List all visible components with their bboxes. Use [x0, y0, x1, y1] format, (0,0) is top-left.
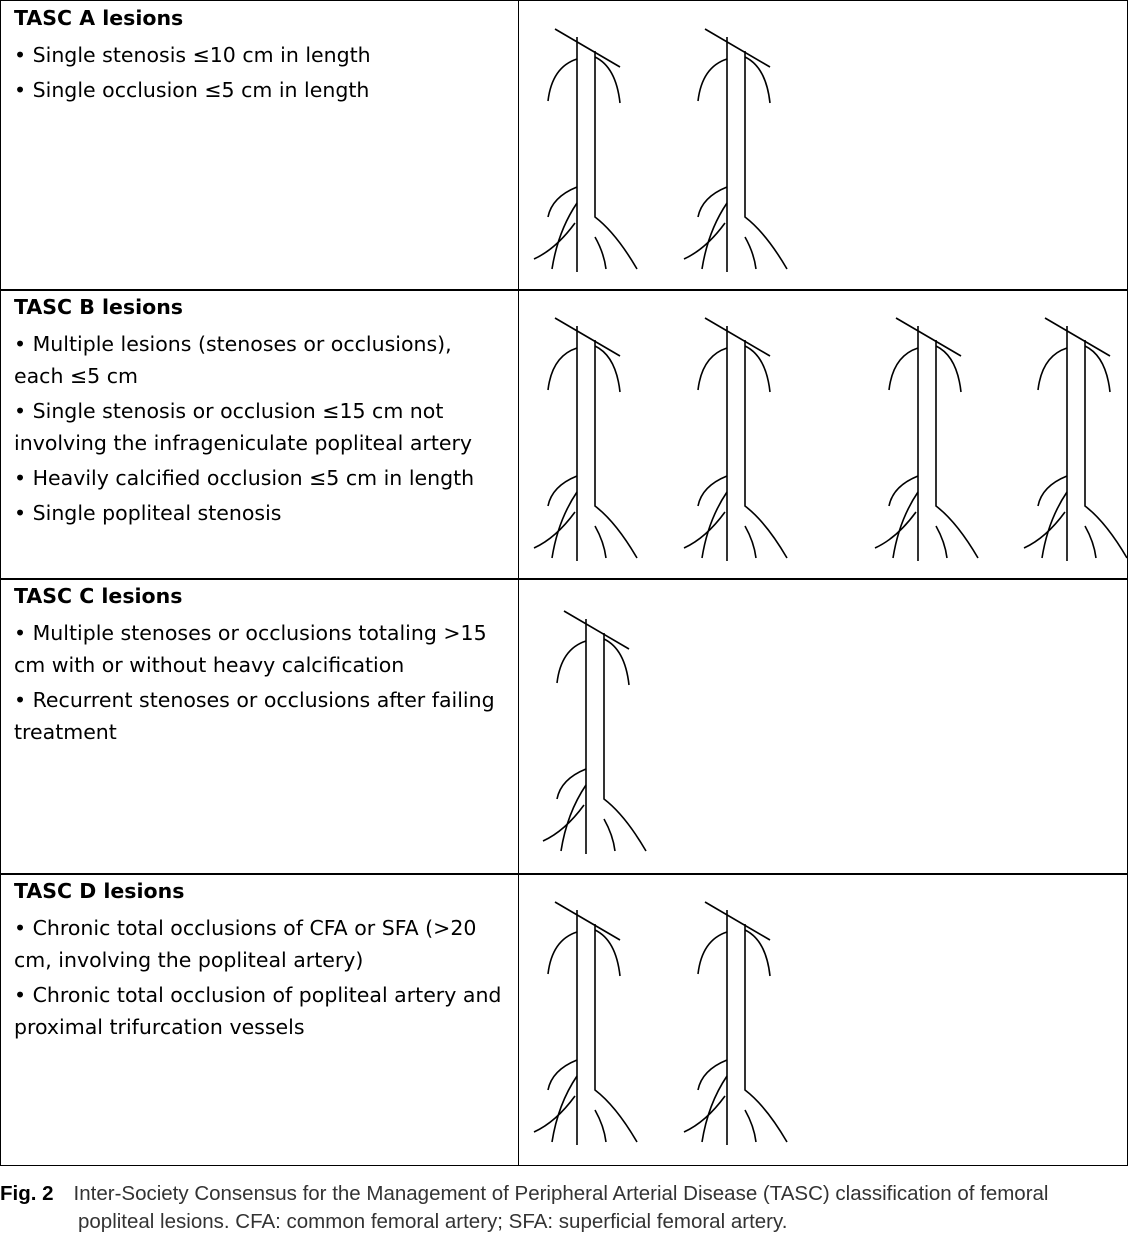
artery-diagram — [683, 28, 788, 272]
artery-figure-tasc-a — [533, 28, 788, 272]
figure-cell-tasc-d — [519, 874, 1127, 1165]
list-item: • Multiple stenoses or occlusions totali… — [14, 621, 487, 677]
figure-caption-continued: popliteal lesions. CFA: common femoral a… — [78, 1210, 788, 1233]
artery-figure-tasc-d — [533, 901, 788, 1145]
row-tasc-d: TASC D lesions • Chronic total occlusion… — [0, 873, 1128, 1166]
text-cell-tasc-b: TASC B lesions • Multiple lesions (steno… — [1, 290, 519, 579]
artery-figure-tasc-c — [542, 610, 647, 854]
artery-figure-tasc-b — [533, 317, 1128, 561]
list-item: • Single occlusion ≤5 cm in length — [14, 78, 370, 102]
artery-diagram — [683, 901, 788, 1145]
figure-cell-tasc-b — [519, 290, 1128, 579]
list-item: • Single popliteal stenosis — [14, 501, 282, 525]
row-tasc-a: TASC A lesions • Single stenosis ≤10 cm … — [0, 0, 1128, 291]
artery-diagram — [874, 317, 979, 561]
artery-diagram — [1023, 317, 1128, 561]
list-item: • Multiple lesions (stenoses or occlusio… — [14, 332, 452, 388]
artery-diagram — [533, 28, 638, 272]
row-header: TASC A lesions — [14, 6, 184, 30]
row-header: TASC B lesions — [14, 295, 184, 319]
artery-diagram — [533, 901, 638, 1145]
text-cell-tasc-a: TASC A lesions • Single stenosis ≤10 cm … — [1, 1, 519, 290]
text-cell-tasc-c: TASC C lesions • Multiple stenoses or oc… — [1, 579, 519, 874]
caption-label: Fig. 2 — [0, 1182, 54, 1205]
figure-cell-tasc-c — [519, 579, 1127, 874]
list-item: • Chronic total occlusion of popliteal a… — [14, 983, 502, 1039]
list-item: • Heavily calcified occlusion ≤5 cm in l… — [14, 466, 475, 490]
artery-diagram — [542, 610, 647, 854]
row-tasc-b: TASC B lesions • Multiple lesions (steno… — [0, 289, 1128, 580]
list-item: • Chronic total occlusions of CFA or SFA… — [14, 916, 477, 972]
row-header: TASC D lesions — [14, 879, 185, 903]
text-cell-tasc-d: TASC D lesions • Chronic total occlusion… — [1, 874, 519, 1165]
list-item: • Single stenosis ≤10 cm in length — [14, 43, 371, 67]
row-header: TASC C lesions — [14, 584, 183, 608]
artery-diagram — [683, 317, 788, 561]
figure-caption: Fig. 2 Inter-Society Consensus for the Ma… — [0, 1180, 1130, 1208]
list-item: • Single stenosis or occlusion ≤15 cm no… — [14, 399, 473, 455]
list-item: • Recurrent stenoses or occlusions after… — [14, 688, 495, 744]
artery-diagram — [533, 317, 638, 561]
caption-text: Inter-Society Consensus for the Manageme… — [73, 1182, 1049, 1205]
figure-cell-tasc-a — [519, 1, 1127, 290]
row-tasc-c: TASC C lesions • Multiple stenoses or oc… — [0, 578, 1128, 875]
